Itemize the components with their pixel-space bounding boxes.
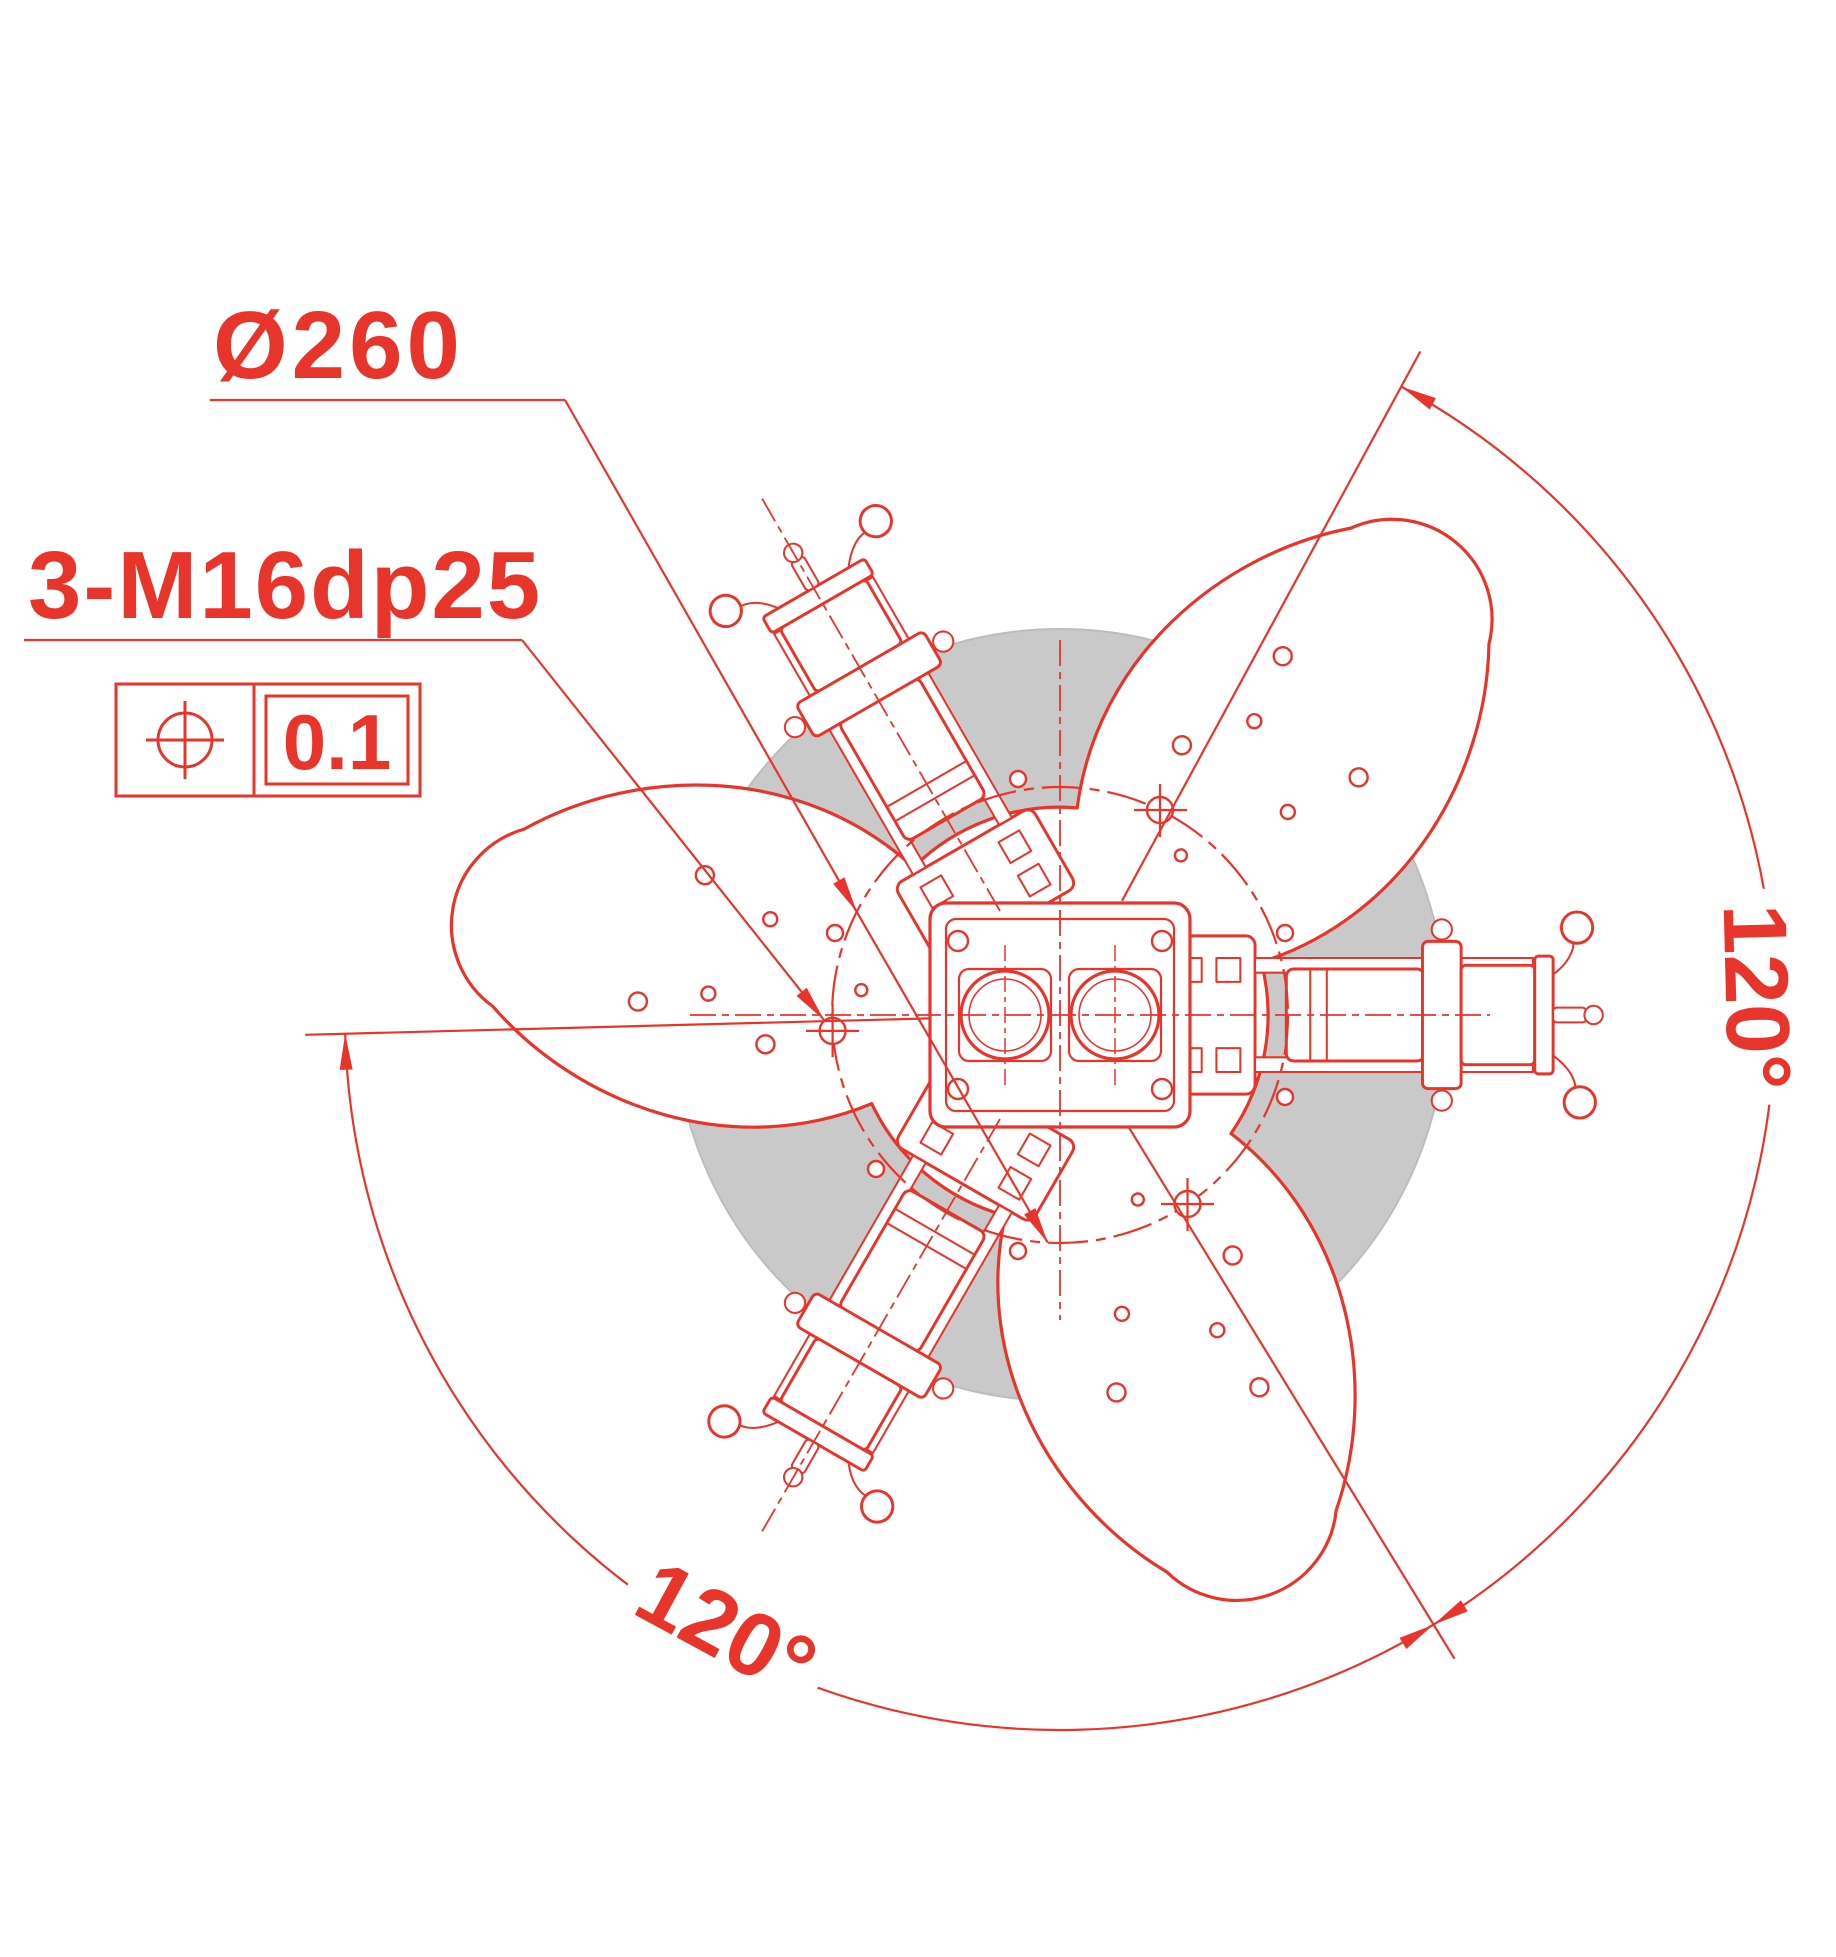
true-position-icon (146, 701, 224, 779)
axis-line-upper (759, 494, 1001, 912)
m16-hole-marker (1134, 784, 1187, 837)
angle-extension-line-upper (1121, 350, 1422, 902)
angle-right-text: 120° (1704, 903, 1809, 1092)
tolerance-value-cell (252, 682, 422, 798)
thread-callout-text: 3-M16dp25 (28, 532, 542, 639)
angle-extension-line-left (305, 1017, 931, 1036)
label-backing (1703, 887, 1809, 1107)
diameter-leader (564, 399, 1049, 1244)
diameter-dimension: Ø260 (210, 292, 1049, 1244)
position-tolerance-frame: 0.1 (114, 682, 422, 798)
thread-leader (521, 639, 825, 1021)
plate-bolts-arm-1 (1171, 646, 1369, 863)
tolerance-value-text: 0.1 (283, 698, 391, 786)
thread-callout: 3-M16dp25 (24, 532, 825, 1021)
label-backing (607, 1534, 845, 1726)
angle-dimension-right-label: 120° (1703, 887, 1809, 1107)
plate-bolts-arm-3 (627, 865, 869, 1055)
angle-dimension-bottom-label: 120° (607, 1534, 845, 1726)
diameter-callout-text: Ø260 (213, 292, 464, 399)
